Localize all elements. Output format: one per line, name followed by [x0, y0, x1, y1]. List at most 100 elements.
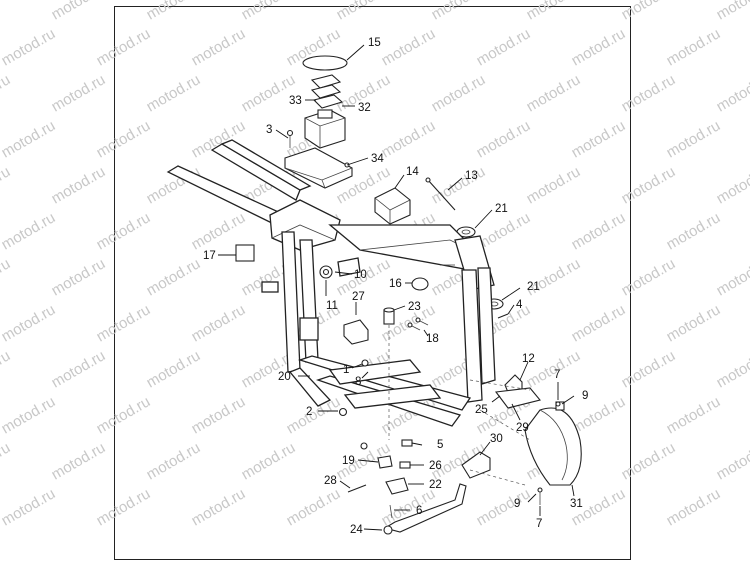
callout-4: 4	[516, 299, 523, 311]
watermark-text: motod.ru	[569, 117, 629, 161]
watermark-text: motod.ru	[94, 209, 154, 253]
callout-22: 22	[429, 479, 442, 491]
callout-16: 16	[389, 278, 402, 290]
callout-8: 8	[355, 376, 361, 388]
watermark-text: motod.ru	[49, 255, 109, 299]
leader-lines	[218, 44, 575, 531]
watermark-text: motod.ru	[49, 439, 109, 483]
watermark-text: motod.ru	[189, 25, 249, 69]
part-32-33-battery-box	[304, 74, 346, 149]
watermark-text: motod.ru	[284, 485, 344, 529]
callout-17: 17	[203, 250, 216, 262]
watermark-text: motod.ru	[379, 117, 439, 161]
watermark-text: motod.ru	[0, 71, 13, 115]
watermark-text: motod.ru	[94, 485, 154, 529]
watermark-text: motod.ru	[94, 301, 154, 345]
watermark-text: motod.ru	[474, 485, 534, 529]
watermark-text: motod.ru	[619, 163, 679, 207]
callout-19: 19	[342, 455, 355, 467]
part-17-label	[235, 244, 255, 262]
watermark-text: motod.ru	[664, 25, 724, 69]
watermark-text: motod.ru	[0, 117, 58, 161]
part-16-grommet	[411, 277, 429, 291]
callout-24: 24	[350, 524, 363, 536]
callout-10: 10	[354, 269, 367, 281]
callout-29: 29	[516, 422, 529, 434]
callout-9-lower: 9	[514, 498, 520, 510]
part-19-clip	[377, 455, 393, 469]
part-24-jiffy-stand	[383, 483, 467, 535]
callout-15: 15	[368, 37, 381, 49]
watermark-text: motod.ru	[569, 25, 629, 69]
watermark-text: motod.ru	[49, 0, 109, 23]
part-2-nut	[338, 407, 348, 417]
watermark-text: motod.ru	[144, 71, 204, 115]
callout-21-lower: 21	[527, 281, 540, 293]
watermark-text: motod.ru	[619, 0, 679, 23]
watermark-text: motod.ru	[189, 485, 249, 529]
part-1-bolt	[361, 359, 369, 367]
watermark-text: motod.ru	[0, 25, 58, 69]
callout-25: 25	[475, 404, 488, 416]
watermark-text: motod.ru	[714, 255, 750, 299]
callout-27: 27	[352, 291, 365, 303]
part-31-fender	[524, 401, 582, 486]
watermark-text: motod.ru	[619, 347, 679, 391]
callout-labels: 15 33 32 3 34 14 13 21 17 10 16 21 27 11…	[203, 37, 588, 536]
callout-23: 23	[408, 301, 421, 313]
part-20-main-frame	[166, 139, 496, 427]
part-18-bolts	[407, 317, 429, 331]
callout-7-lower: 7	[536, 518, 542, 530]
watermark-text: motod.ru	[714, 0, 750, 23]
watermark-text: motod.ru	[429, 71, 489, 115]
part-28-pin	[347, 484, 367, 493]
watermark-text: motod.ru	[144, 255, 204, 299]
watermark-text: motod.ru	[189, 301, 249, 345]
watermark-text: motod.ru	[664, 209, 724, 253]
watermark-text: motod.ru	[0, 347, 13, 391]
part-15-seal	[302, 55, 348, 71]
watermark-text: motod.ru	[144, 439, 204, 483]
part-13-pin	[427, 179, 456, 211]
callout-30: 30	[490, 433, 503, 445]
watermark-text: motod.ru	[239, 71, 299, 115]
watermark-text: motod.ru	[94, 117, 154, 161]
watermark-text: motod.ru	[0, 301, 58, 345]
callout-26: 26	[429, 460, 442, 472]
callout-13: 13	[465, 170, 478, 182]
watermark-text: motod.ru	[569, 209, 629, 253]
watermark-text: motod.ru	[619, 255, 679, 299]
parts-drawing	[166, 55, 582, 535]
callout-9-upper: 9	[582, 390, 588, 402]
part-7-bolt-upper	[555, 401, 561, 407]
watermark-text: motod.ru	[0, 163, 13, 207]
watermark-text: motod.ru	[379, 25, 439, 69]
callout-2: 2	[306, 406, 312, 418]
watermark-text: motod.ru	[49, 163, 109, 207]
watermark-text: motod.ru	[619, 71, 679, 115]
part-30-plate	[461, 451, 491, 479]
watermark-text: motod.ru	[0, 485, 58, 529]
watermark-text: motod.ru	[144, 347, 204, 391]
watermark-text: motod.ru	[664, 301, 724, 345]
callout-33: 33	[289, 95, 302, 107]
watermark-text: motod.ru	[714, 439, 750, 483]
watermark-text: motod.ru	[94, 393, 154, 437]
watermark-text: motod.ru	[334, 0, 394, 23]
callout-31: 31	[570, 498, 583, 510]
callout-3: 3	[266, 124, 272, 136]
callout-12: 12	[522, 353, 535, 365]
watermark-text: motod.ru	[619, 439, 679, 483]
callout-7-upper: 7	[554, 369, 560, 381]
part-6-screw	[389, 504, 393, 519]
callout-18: 18	[426, 333, 439, 345]
part-22-mount	[385, 477, 409, 495]
watermark-text: motod.ru	[474, 25, 534, 69]
watermark-text: motod.ru	[144, 0, 204, 23]
callout-34: 34	[371, 153, 384, 165]
part-27-bracket	[343, 319, 369, 345]
watermark-text: motod.ru	[189, 393, 249, 437]
part-5-spacer	[401, 439, 413, 447]
watermark-text: motod.ru	[0, 255, 13, 299]
